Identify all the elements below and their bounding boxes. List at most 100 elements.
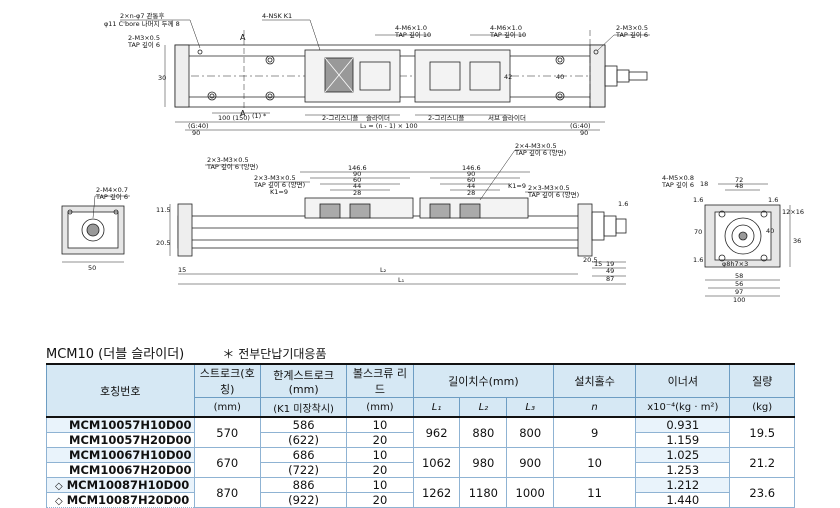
unit-stroke: (mm) <box>193 397 261 418</box>
label-star: * <box>263 112 267 120</box>
label-1-6: 1.6 <box>618 200 628 208</box>
model-cell: ◇MCM10087H10D00 <box>46 477 195 493</box>
label-58: 58 <box>735 272 743 280</box>
label-15: 15 <box>178 266 186 274</box>
label-40: 40 <box>556 73 564 81</box>
mass-cell: 19.5 <box>729 416 795 448</box>
label-section-a-right: A <box>240 109 246 118</box>
label-grease2: 2-그리스니플 <box>428 113 464 122</box>
label-48: 48 <box>735 182 743 190</box>
label-m6b: 4-M6×1.0 <box>490 24 522 32</box>
label-fit: φ8h7×3 <box>722 260 748 268</box>
lead-cell: 10 <box>346 447 414 463</box>
inertia-cell: 1.212 <box>635 477 731 493</box>
label-cbore: φ11 C'bore 나머지 두께 8 <box>104 19 180 28</box>
label-sub-slider: 서브 슬라이더 <box>488 113 526 122</box>
label-section-a-left: A <box>240 33 246 42</box>
label-m5-tap: TAP 깊이 6 <box>661 180 694 189</box>
limit-cell: (722) <box>259 462 348 478</box>
model-cell: MCM10057H20D00 <box>46 432 195 448</box>
l3-cell: 800 <box>506 416 555 448</box>
model-name: MCM10067H10D00 <box>69 448 192 462</box>
inertia-cell: 1.025 <box>635 447 731 463</box>
l2-cell: 1180 <box>459 477 508 508</box>
label-tap1b: TAP 깊이 6 <box>127 40 160 49</box>
label-tap2: 2-M3×0.5 <box>616 24 648 32</box>
label-28a: 28 <box>353 189 361 197</box>
label-12x16: 12×16 <box>782 208 804 216</box>
limit-cell: 886 <box>259 477 348 493</box>
label-20-5-right: 20.5 <box>583 256 597 264</box>
lead-cell: 20 <box>346 462 414 478</box>
section-title-text: MCM10 (더블 슬라이더) <box>46 347 185 362</box>
limit-cell: (922) <box>259 492 348 508</box>
stroke-cell: 670 <box>193 447 261 478</box>
label-60a: 60 <box>353 176 361 184</box>
technical-drawing: 2×n-φ7 관통후 φ11 C'bore 나머지 두께 8 2-M3×0.5 … <box>61 11 804 304</box>
header-l2: L₂ <box>459 397 508 418</box>
label-36: 36 <box>793 237 801 245</box>
label-60b: 60 <box>467 176 475 184</box>
inertia-cell: 1.159 <box>635 432 731 448</box>
section-title: MCM10 (더블 슬라이더) ＊ 전부단납기대응품 <box>46 343 327 362</box>
label-90a: 90 <box>353 170 361 178</box>
label-18: 18 <box>700 180 708 188</box>
label-m3b: 2×3-M3×0.5 <box>254 174 296 182</box>
label-1-6a: 1.6 <box>693 196 703 204</box>
inertia-cell: 1.253 <box>635 462 731 478</box>
model-name: MCM10087H10D00 <box>66 478 190 492</box>
front-view <box>169 149 627 285</box>
model-name: MCM10067H20D00 <box>69 463 192 477</box>
label-m3c: 2×4-M3×0.5 <box>515 142 557 150</box>
header-count: 설치홀수 <box>553 363 637 398</box>
model-name: MCM10057H20D00 <box>69 433 192 447</box>
label-slider: 슬라이더 <box>366 113 390 122</box>
model-cell: MCM10057H10D00 <box>46 416 195 433</box>
label-m6a: 4-M6×1.0 <box>395 24 427 32</box>
diamond-icon: ◇ <box>55 481 63 492</box>
l1-cell: 1062 <box>412 447 461 478</box>
label-tap2b: TAP 깊이 6 <box>615 30 648 39</box>
header-inertia: 이너셔 <box>635 363 731 398</box>
label-tap1: 2-M3×0.5 <box>128 34 160 42</box>
label-l2: L₂ <box>380 266 387 274</box>
stroke-cell: 570 <box>193 416 261 448</box>
lead-cell: 10 <box>346 477 414 493</box>
header-l1: L₁ <box>412 397 461 418</box>
table-row: MCM10067H20D00 (722) 20 1.253 <box>46 462 795 478</box>
count-cell: 11 <box>553 477 637 508</box>
left-end-view <box>61 195 130 263</box>
model-cell: MCM10067H20D00 <box>46 462 195 478</box>
label-19: 19 <box>606 260 614 268</box>
count-cell: 10 <box>553 447 637 478</box>
right-end-view <box>704 183 791 297</box>
unit-count: n <box>553 397 637 418</box>
label-90-right: 90 <box>580 129 588 137</box>
spec-table: 호칭번호 스트로크(호칭) 한계스트로크(mm) 볼스크류 리드 길이치수(mm… <box>46 363 795 508</box>
l1-cell: 1262 <box>412 477 461 508</box>
label-90b: 90 <box>467 170 475 178</box>
diamond-icon: ◇ <box>55 496 63 507</box>
label-11-5: 11.5 <box>156 206 170 214</box>
label-42: 42 <box>504 73 512 81</box>
unit-limit: (K1 미장착시) <box>259 397 348 418</box>
header-stroke: 스트로크(호칭) <box>193 363 261 398</box>
lead-cell: 20 <box>346 432 414 448</box>
l1-cell: 962 <box>412 416 461 448</box>
label-grease1: 2-그리스니플 <box>322 113 358 122</box>
label-m6b-tap: TAP 깊이 10 <box>489 30 526 39</box>
unit-mass: (kg) <box>729 397 795 418</box>
header-limit: 한계스트로크(mm) <box>259 363 348 398</box>
mass-cell: 23.6 <box>729 477 795 508</box>
table-row: ◇MCM10087H10D00 870 886 10 1262 1180 100… <box>46 477 795 508</box>
label-k1b: K1=9 <box>508 182 526 190</box>
section-note: ＊ 전부단납기대응품 <box>222 347 327 361</box>
label-k1: K1=9 <box>270 188 288 196</box>
label-m3a: 2×3-M3×0.5 <box>207 156 249 164</box>
label-m6a-tap: TAP 깊이 10 <box>394 30 431 39</box>
label-m4: 2-M4×0.7 <box>96 186 128 194</box>
label-m4-tap: TAP 깊이 6 <box>95 192 128 201</box>
label-1-6b: 1.6 <box>693 256 703 264</box>
label-m3c-tap: TAP 깊이 6 (양면) <box>514 148 566 157</box>
limit-cell: 586 <box>259 416 348 433</box>
